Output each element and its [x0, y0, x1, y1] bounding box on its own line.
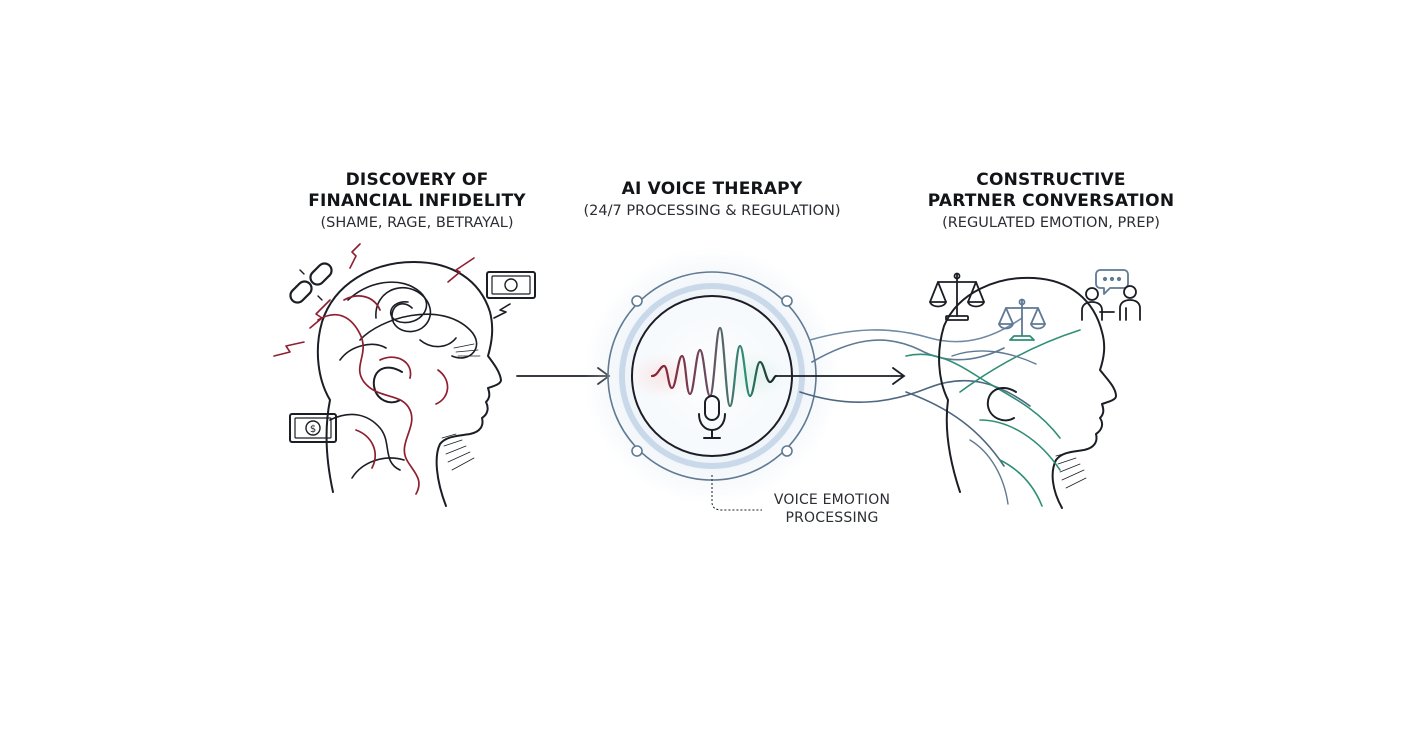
scales-icon: [998, 298, 1046, 341]
lightning-icon: [447, 257, 475, 283]
stage-discovery-subtitle: (SHAME, RAGE, BETRAYAL): [320, 215, 514, 231]
ring-node: [631, 295, 643, 307]
stage-conversation-subtitle: (REGULATED EMOTION, PREP): [942, 215, 1160, 231]
lightning-icon: [273, 341, 305, 357]
stage-conversation-label: CONSTRUCTIVE PARTNER CONVERSATION (REGUL…: [895, 170, 1207, 233]
lightning-icon: [309, 299, 331, 329]
left-cheek-hatching: [453, 343, 481, 357]
left-ear: [372, 366, 403, 404]
left-head-group: [273, 243, 511, 507]
callout-line-1: VOICE EMOTION: [773, 492, 891, 508]
right-head-group: [938, 276, 1117, 509]
stage-discovery-title-1: DISCOVERY OF: [345, 170, 489, 190]
stage-conversation-title-1: CONSTRUCTIVE: [976, 170, 1126, 190]
voice-emotion-callout: VOICE EMOTION PROCESSING: [752, 491, 912, 527]
stage-discovery-label: DISCOVERY OF FINANCIAL INFIDELITY (SHAME…: [262, 170, 572, 233]
voice-waveform: [650, 326, 778, 408]
stage-discovery-title-2: FINANCIAL INFIDELITY: [308, 191, 526, 211]
left-head-outline: [316, 261, 502, 507]
right-neck-hatching: [1055, 451, 1087, 489]
stage-conversation-title-2: PARTNER CONVERSATION: [927, 191, 1175, 211]
left-neck-hatching: [441, 433, 475, 471]
right-head-outline: [938, 276, 1117, 509]
callout-leader: [711, 475, 762, 511]
banknote-icon: [486, 271, 536, 299]
scales-icon: [929, 272, 985, 321]
stage-therapy-title: AI VOICE THERAPY: [621, 179, 803, 199]
left-spiral: [375, 286, 432, 333]
left-scribble-red: [317, 295, 449, 495]
flow-lines: [799, 317, 1061, 467]
right-calm-line: [959, 329, 1081, 507]
callout-line-2: PROCESSING: [785, 510, 879, 526]
therapy-device: [584, 248, 840, 511]
people-icon: [1081, 285, 1141, 321]
dollar-banknote-icon: $: [289, 413, 337, 443]
stage-therapy-label: AI VOICE THERAPY (24/7 PROCESSING & REGU…: [560, 179, 864, 221]
left-scribble-dark: [329, 281, 478, 479]
stage-therapy-subtitle: (24/7 PROCESSING & REGULATION): [583, 203, 841, 219]
ring-node: [781, 445, 793, 457]
arrow-to-conversation: [775, 367, 906, 385]
microphone-icon: [698, 395, 726, 439]
right-calm-line-slate: [951, 350, 1037, 505]
lightning-icon: [349, 243, 361, 269]
right-ear: [986, 387, 1017, 422]
lightning-icon: [493, 303, 511, 319]
ring-node: [781, 295, 793, 307]
ring-node: [631, 445, 643, 457]
chat-bubble-icon: [1095, 269, 1129, 295]
svg-text:$: $: [310, 424, 316, 435]
broken-chain-icon: [289, 262, 333, 304]
